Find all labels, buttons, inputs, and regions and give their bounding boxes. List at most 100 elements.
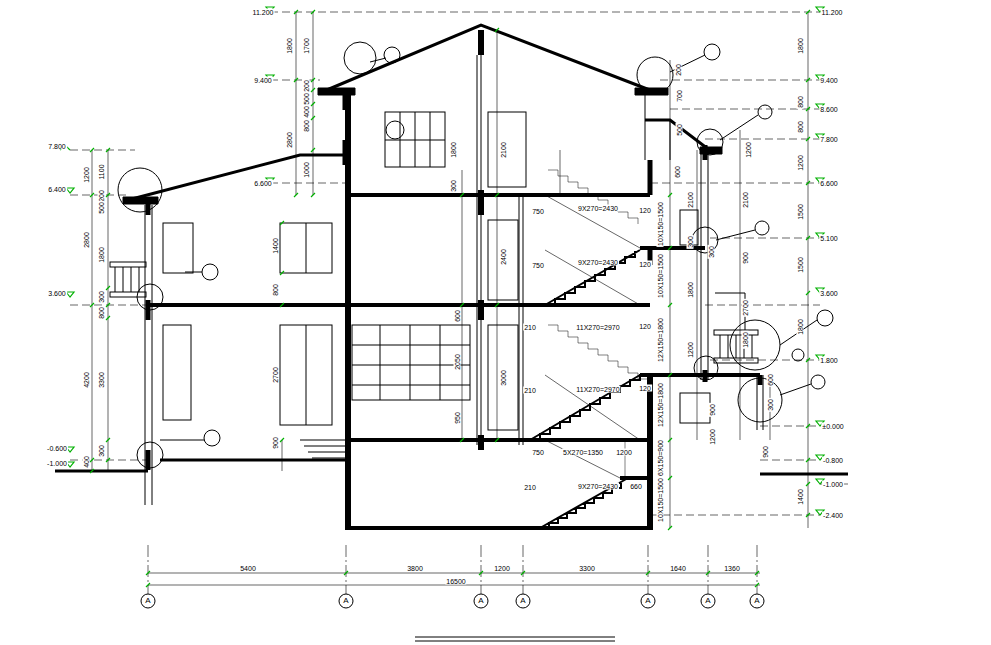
elevation-mark: -1.000 [46, 460, 68, 467]
elevation-mark: -0.800 [822, 457, 844, 464]
dimension-text: 800 [303, 119, 310, 133]
dimension-text: 1200 [83, 166, 90, 184]
dimension-text: 210 [523, 324, 537, 331]
dimension-text: 1800 [687, 281, 694, 299]
elevation-mark: -2.400 [822, 512, 844, 519]
dimension-text: 4200 [83, 371, 90, 389]
dimension-text: 1200 [745, 141, 752, 159]
dimension-text: 750 [531, 449, 545, 456]
dimension-text: 1200 [797, 154, 804, 172]
axis-label: A [704, 597, 711, 605]
dimension-text: 1200 [493, 565, 511, 572]
dimension-text: 12X150=1800 [657, 382, 664, 428]
dimension-text: 6X150=900 [657, 439, 664, 477]
elevation-mark: 9.400 [819, 77, 839, 84]
dimension-text: 1100 [98, 163, 105, 180]
dimension-text: 300 [98, 444, 105, 458]
dimension-text: 500 [676, 123, 683, 137]
dimension-text: 5400 [239, 565, 257, 572]
dimension-text: 1200 [709, 428, 716, 446]
dimension-text: 1400 [797, 488, 804, 506]
dimension-text: 800 [797, 120, 804, 134]
dimension-text: 2700 [272, 366, 279, 384]
dimension-text: 1500 [797, 256, 804, 274]
dimension-text: 600 [454, 309, 461, 323]
dimension-text: 660 [629, 483, 643, 490]
dimension-text: 1800 [450, 141, 457, 159]
dimension-text: 2700 [742, 299, 749, 317]
elevation-mark: 3.600 [819, 290, 839, 297]
dimension-text: 500 [98, 201, 105, 215]
dimension-text: 700 [676, 89, 683, 103]
dimension-text: 10X150=1500 [657, 477, 664, 523]
elevation-mark: 6.600 [253, 180, 273, 187]
axis-label: A [342, 597, 349, 605]
dimension-text: 800 [272, 283, 279, 297]
dimension-text: 300 [687, 235, 694, 249]
axis-label: A [144, 597, 151, 605]
elevation-mark: 3.600 [47, 290, 67, 297]
elevation-mark: 6.600 [819, 180, 839, 187]
dimension-text: 11X270=2970 [575, 324, 620, 331]
dimension-text: 210 [523, 484, 537, 491]
dimension-text: 120 [638, 385, 652, 392]
elevation-mark: 7.800 [47, 143, 67, 150]
dimension-text: 1360 [723, 565, 741, 572]
dimension-text: 3300 [578, 565, 596, 572]
axis-label: A [753, 597, 760, 605]
dimension-text: 500 [303, 92, 310, 106]
dimension-text: 3000 [500, 369, 507, 387]
elevation-mark: -0.600 [46, 445, 68, 452]
dimension-text: 11X270=2970 [575, 386, 620, 393]
dimension-text: 120 [638, 323, 652, 330]
dimension-text: 1700 [303, 37, 310, 55]
dimension-text: 750 [531, 262, 545, 269]
dimension-text: 1800 [286, 37, 293, 55]
dimension-text: 950 [454, 411, 461, 425]
elevation-mark: 7.800 [819, 136, 839, 143]
dimension-text: 400 [83, 455, 90, 469]
dimension-text: 1000 [303, 161, 310, 179]
dimension-text: 1200 [687, 341, 694, 359]
elevation-mark: 8.600 [819, 106, 839, 113]
dimension-text: 900 [742, 251, 749, 265]
dimension-text: 12X150=1800 [657, 317, 664, 363]
dimension-text: 300 [98, 290, 105, 304]
dimension-text: 1500 [797, 203, 804, 221]
dimension-text: 1800 [98, 246, 105, 264]
elevation-mark: 11.200 [821, 9, 844, 16]
dimension-text: 2800 [83, 231, 90, 249]
elevation-mark: 1.800 [819, 357, 839, 364]
dimension-text: 2400 [500, 248, 507, 266]
dimension-text: 3300 [98, 371, 105, 389]
dimension-text: 200 [303, 79, 310, 93]
axis-label: A [519, 597, 526, 605]
dimension-text: 600 [767, 373, 774, 387]
elevation-mark: 5.100 [819, 235, 839, 242]
dimension-text: 9X270=2430 [577, 205, 619, 212]
elevation-mark: ±0.000 [821, 423, 844, 430]
dimension-text: 300 [767, 398, 774, 412]
dimension-text: 1640 [669, 565, 687, 572]
dimension-text: 2800 [286, 131, 293, 149]
dimension-text: 3800 [406, 565, 424, 572]
elevation-mark: 6.400 [47, 186, 67, 193]
dimension-text: 900 [762, 445, 769, 459]
dimension-text: 600 [674, 165, 681, 179]
dimension-text: 2100 [687, 191, 694, 209]
axis-label: A [644, 597, 651, 605]
dimension-text: 9X270=2430 [577, 483, 619, 490]
axis-label: A [477, 597, 484, 605]
dimension-text: 900 [709, 403, 716, 417]
dimension-text: 10X150=1500 [657, 201, 664, 247]
dimension-text: 2100 [742, 191, 749, 209]
dimension-text: 300 [708, 245, 715, 259]
dimension-text: 200 [675, 63, 682, 77]
dimension-text: 1800 [797, 318, 804, 336]
dimension-text: 900 [272, 436, 279, 450]
dimension-text: 1200 [615, 449, 633, 456]
elevation-mark: 9.400 [253, 77, 273, 84]
dimension-text: 10X150=1500 [657, 253, 664, 299]
dimension-text: 800 [98, 306, 105, 320]
